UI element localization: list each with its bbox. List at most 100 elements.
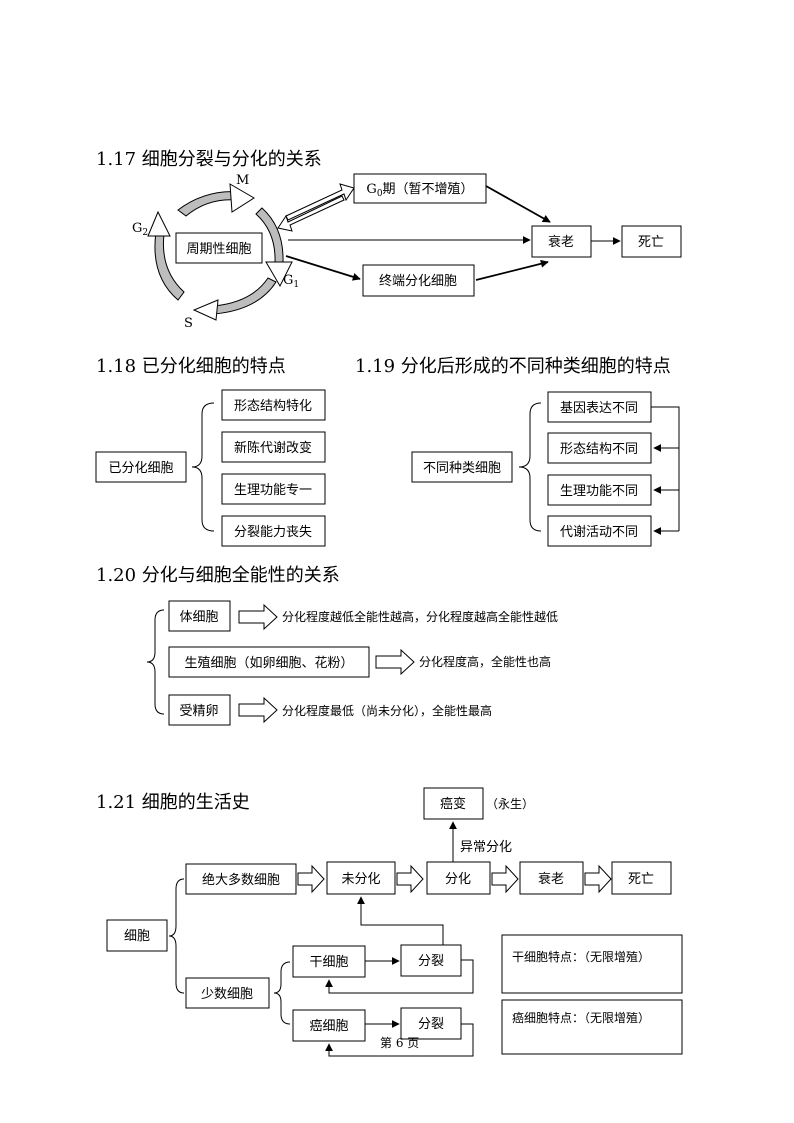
immortal-label: （永生） — [486, 797, 534, 811]
brace-1-18 — [191, 402, 215, 532]
connector-trunk — [651, 406, 680, 531]
feature-label-2: 新陈代谢改变 — [234, 440, 312, 456]
cancer-feature-label: 癌细胞特点：（无限增殖） — [512, 1010, 650, 1025]
undifferentiated-box — [326, 861, 396, 895]
few-cells-label: 少数细胞 — [201, 987, 253, 1002]
g0-label: G0期（暂不增殖） — [366, 181, 473, 199]
feature-box-3 — [221, 473, 326, 505]
cycle-arrowhead-m — [229, 183, 255, 213]
chain-arrow-2 — [396, 864, 424, 894]
feature-label-1: 形态结构特化 — [234, 399, 312, 414]
cell-types-label: 不同种类细胞 — [423, 461, 501, 476]
stem-feature-box — [501, 934, 683, 994]
feature-box-1 — [221, 389, 326, 421]
germ-arrow — [375, 648, 415, 676]
cycle-arc-bottom — [213, 277, 277, 315]
brace-1-19 — [518, 402, 542, 532]
cancer-label: 癌变 — [440, 796, 466, 812]
germ-cell-label: 生殖细胞（如卵细胞、花粉） — [184, 655, 353, 671]
type-feature-label-2: 形态结构不同 — [560, 442, 638, 457]
germ-text: 分化程度高，全能性也高 — [419, 654, 551, 669]
section-title-1-19: 1.19 分化后形成的不同种类细胞的特点 — [355, 356, 671, 377]
feature-label-3: 生理功能专一 — [234, 483, 312, 498]
death-label-117: 死亡 — [638, 235, 664, 250]
death-label-121: 死亡 — [628, 872, 654, 887]
periodic-cell-label: 周期性细胞 — [186, 242, 251, 257]
cancer-cell-box — [292, 1009, 366, 1042]
cancer-split-box — [400, 1007, 462, 1040]
feature-box-4 — [221, 515, 326, 547]
stem-split-label: 分裂 — [418, 954, 444, 969]
death-box-121 — [611, 861, 672, 895]
cycle-arrowhead-g1 — [265, 261, 293, 288]
stem-cell-box — [292, 945, 366, 978]
aging-box-121 — [519, 861, 584, 895]
split-to-undiff-arrow — [357, 896, 444, 945]
cancer-split-label: 分裂 — [418, 1017, 444, 1032]
chain-arrow-4 — [584, 864, 612, 894]
brace-1-20 — [146, 609, 165, 715]
phase-g2-label: G2 — [132, 221, 148, 238]
type-feature-box-3 — [547, 474, 652, 506]
gene-expression-connector — [651, 406, 680, 535]
differentiation-box — [426, 861, 491, 895]
aging-label-117: 衰老 — [548, 234, 574, 250]
phase-m-label: M — [236, 173, 249, 188]
page-number: 第 6 页 — [380, 1036, 419, 1050]
cell-root-label: 细胞 — [124, 929, 150, 944]
differentiated-cell-label: 已分化细胞 — [108, 461, 173, 476]
to-g0-arrow — [285, 183, 355, 221]
zygote-box — [168, 694, 231, 726]
cycle-arrowhead-s — [192, 299, 219, 321]
phase-g1-label: G1 — [283, 273, 299, 290]
type-feature-box-4 — [547, 515, 652, 547]
type-feature-label-1: 基因表达不同 — [560, 401, 638, 416]
zygote-arrow — [238, 696, 278, 724]
from-g0-arrow — [277, 195, 345, 232]
chain-arrow-1 — [297, 864, 325, 894]
type-feature-label-4: 代谢活动不同 — [560, 524, 638, 540]
section-title-1-21: 1.21 细胞的生活史 — [96, 792, 250, 813]
terminal-cell-box — [362, 264, 475, 297]
differentiation-label: 分化 — [445, 872, 471, 887]
terminal-cell-label: 终端分化细胞 — [379, 273, 457, 289]
section-title-1-17: 1.17 细胞分裂与分化的关系 — [96, 149, 322, 170]
terminal-to-aging-arrow — [475, 259, 549, 281]
brace-1-21-few — [273, 961, 291, 1025]
section-title-1-20: 1.20 分化与细胞全能性的关系 — [96, 565, 340, 586]
most-cells-label: 绝大多数细胞 — [202, 872, 280, 888]
g0-box — [353, 173, 487, 204]
section-title-1-18: 1.18 已分化细胞的特点 — [96, 356, 286, 377]
most-cells-box — [185, 863, 297, 895]
feature-label-4: 分裂能力丧失 — [234, 525, 312, 540]
few-cells-box — [185, 977, 270, 1009]
stem-loop-arrow — [325, 959, 474, 994]
differentiated-cell-box — [95, 451, 187, 483]
somatic-cell-label: 体细胞 — [179, 610, 218, 625]
type-feature-box-2 — [547, 432, 652, 464]
cycle-arrowhead-g2 — [147, 210, 171, 237]
cancer-feature-box — [501, 999, 683, 1055]
phase-s-label: S — [184, 316, 193, 331]
aging-label-121: 衰老 — [538, 871, 564, 887]
cell-cycle-diagram: M G2 G1 S 周期性细胞 — [132, 173, 299, 331]
germ-cell-box — [168, 646, 370, 678]
undifferentiated-label: 未分化 — [341, 872, 380, 887]
zygote-text: 分化程度最低（尚未分化），全能性最高 — [282, 703, 492, 718]
type-feature-box-1 — [547, 391, 652, 423]
periodic-cell-box — [175, 232, 263, 264]
cell-types-box — [411, 451, 513, 483]
abnormal-diff-label: 异常分化 — [460, 840, 512, 855]
stem-cell-label: 干细胞 — [309, 955, 348, 970]
somatic-text: 分化程度越低全能性越高，分化程度越高全能性越低 — [282, 609, 558, 624]
somatic-arrow — [238, 603, 278, 631]
g0-to-aging-arrow — [485, 185, 551, 223]
death-box-117 — [621, 225, 682, 258]
cancer-cell-label: 癌细胞 — [309, 1018, 348, 1034]
brace-1-21-main — [168, 878, 185, 994]
type-feature-label-3: 生理功能不同 — [560, 484, 638, 499]
feature-box-2 — [221, 431, 326, 463]
cell-root-box — [106, 919, 168, 952]
cancer-loop-arrow — [325, 1023, 474, 1057]
